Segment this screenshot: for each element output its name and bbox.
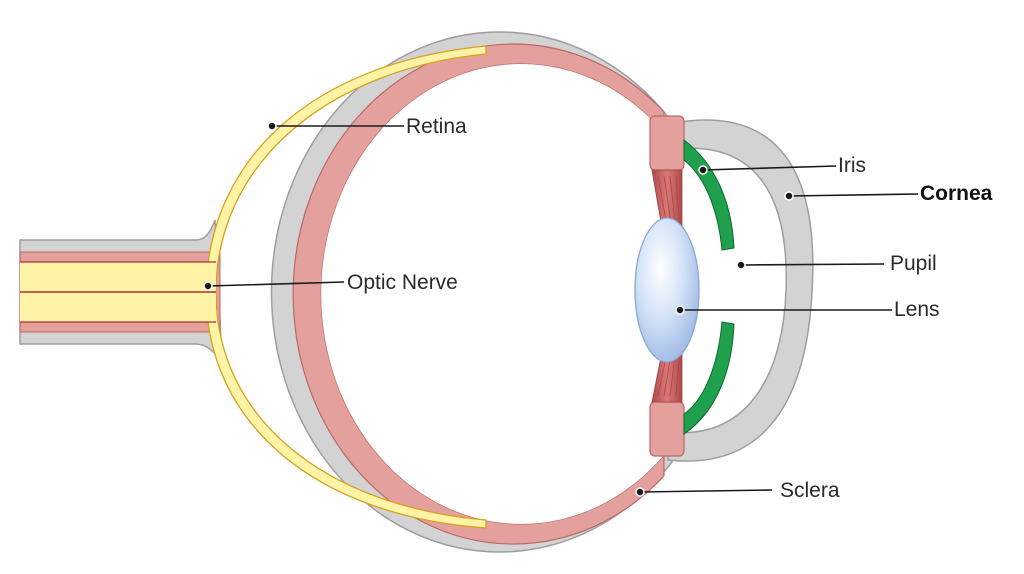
ciliary-body-upper — [649, 115, 685, 171]
pointer-dot-optic-nerve — [203, 281, 213, 291]
leader-line-iris — [702, 165, 837, 171]
pointer-dot-sclera — [635, 487, 645, 497]
cornea-shell — [667, 119, 814, 462]
leader-line-sclera — [639, 489, 773, 493]
pointer-dot-pupil — [736, 260, 746, 270]
label-optic-nerve: Optic Nerve — [347, 271, 458, 294]
iris-upper — [683, 138, 735, 251]
label-retina: Retina — [406, 115, 467, 138]
label-cornea: Cornea — [920, 182, 993, 205]
lens-shape — [634, 217, 700, 363]
pointer-dot-cornea — [784, 191, 794, 201]
pointer-dot-lens — [675, 305, 685, 315]
label-sclera: Sclera — [780, 479, 840, 502]
vitreous-body — [321, 63, 664, 524]
label-iris: Iris — [838, 154, 866, 177]
ciliary-body-lower — [649, 401, 685, 457]
retina-layer — [205, 45, 487, 529]
pointer-dot-iris — [698, 165, 708, 175]
label-lens: Lens — [894, 298, 940, 321]
pointer-dot-retina — [267, 121, 277, 131]
label-pupil: Pupil — [890, 252, 937, 275]
leader-line-cornea — [788, 193, 919, 197]
leader-line-optic-nerve — [207, 281, 345, 287]
leader-line-pupil — [740, 263, 885, 266]
iris-lower — [683, 321, 735, 435]
